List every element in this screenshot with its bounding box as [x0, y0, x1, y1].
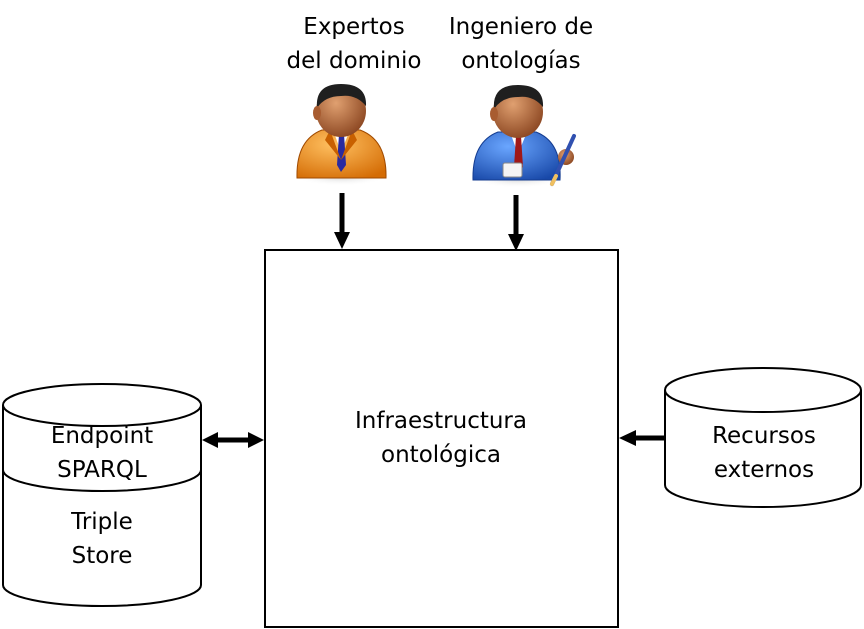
- triple-store-cylinder: [2, 383, 202, 607]
- ontology-engineer-label-line2: ontologías: [461, 48, 581, 74]
- engineer-blue-suit-pencil-icon: [470, 85, 576, 188]
- arrow-bidirectional-triple-store: [202, 432, 264, 448]
- ontology-infrastructure-label-line1: Infraestructura: [355, 408, 527, 434]
- sparql-endpoint-label: Endpoint SPARQL: [22, 419, 182, 487]
- ontology-infrastructure-label: Infraestructura ontológica: [341, 404, 541, 472]
- sparql-endpoint-label-line2: SPARQL: [57, 457, 147, 483]
- ontology-infrastructure-label-line2: ontológica: [381, 442, 501, 468]
- external-resources-label-line2: externos: [713, 457, 815, 483]
- businessman-orange-suit-icon: [293, 84, 389, 186]
- ontology-engineer-label-line1: Ingeniero de: [448, 14, 594, 40]
- external-resources-label-line1: Recursos: [712, 423, 816, 449]
- triple-store-label-line2: Store: [71, 543, 133, 569]
- ontology-engineer-label: Ingeniero de ontologías: [436, 10, 606, 78]
- external-resources-label: Recursos externos: [684, 419, 844, 487]
- arrow-experts-to-infrastructure: [334, 193, 350, 249]
- arrow-engineer-to-infrastructure: [508, 195, 524, 251]
- triple-store-label-line1: Triple: [71, 509, 133, 535]
- ontology-infrastructure-box: [264, 249, 619, 628]
- external-resources-cylinder: [664, 367, 862, 508]
- arrow-external-to-infrastructure: [619, 430, 665, 446]
- domain-experts-label-line1: Expertos: [303, 14, 405, 40]
- domain-experts-label-line2: del dominio: [286, 48, 422, 74]
- triple-store-label: Triple Store: [22, 505, 182, 573]
- domain-experts-label: Expertos del dominio: [269, 10, 439, 78]
- sparql-endpoint-label-line1: Endpoint: [50, 423, 154, 449]
